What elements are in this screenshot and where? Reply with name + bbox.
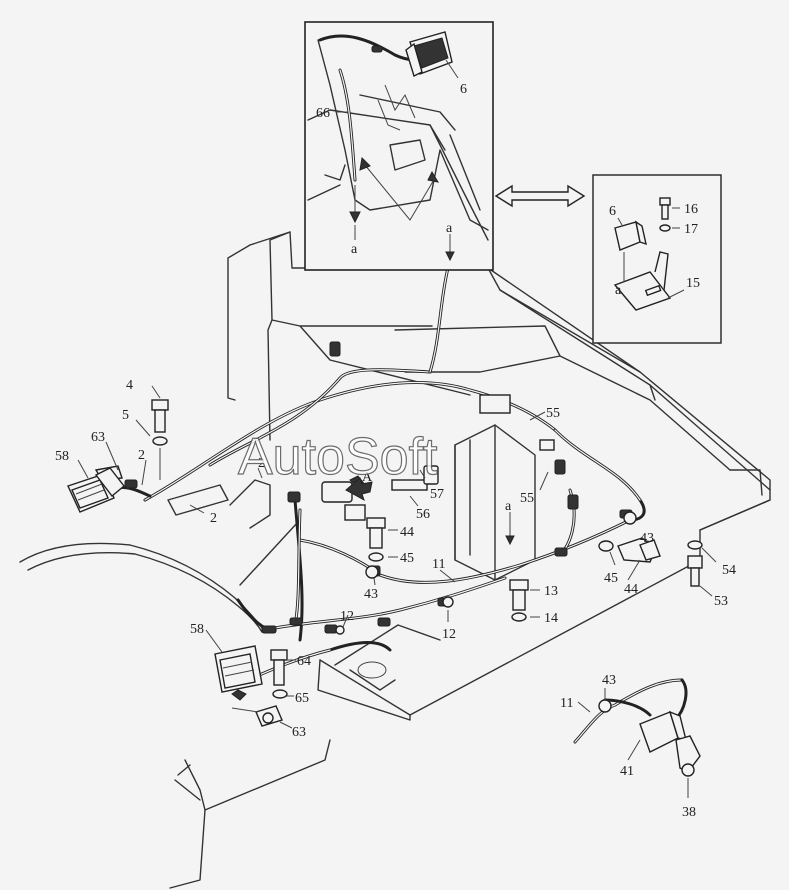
callout-11: 11 (432, 557, 445, 572)
marker-view-a: A (362, 470, 373, 485)
callout-43-detail: 43 (602, 673, 616, 688)
callout-65: 65 (295, 691, 309, 706)
callout-54: 54 (722, 563, 736, 578)
callout-45-right: 45 (604, 571, 618, 586)
callout-16: 16 (684, 202, 698, 217)
machine-body-outline (19, 231, 771, 889)
hardware-parts (67, 399, 703, 727)
callout-41: 41 (620, 764, 634, 779)
callout-63-front: 63 (292, 725, 306, 740)
callout-58-left: 58 (55, 449, 69, 464)
callout-55-upper: 55 (546, 406, 560, 421)
callout-43-center: 43 (364, 587, 378, 602)
callout-44-right: 44 (624, 582, 638, 597)
marker-a-right-box: a (615, 283, 622, 298)
callout-15: 15 (686, 276, 700, 291)
callout-38: 38 (682, 805, 696, 820)
callout-13: 13 (544, 584, 558, 599)
marker-a-center: a (505, 499, 512, 514)
callout-6-inset: 6 (460, 82, 467, 97)
callout-12-right: 12 (442, 627, 456, 642)
detail-inset-right (592, 174, 722, 344)
callout-58-front: 58 (190, 622, 204, 637)
callout-56: 56 (416, 507, 430, 522)
callout-53: 53 (714, 594, 728, 609)
callout-labels: 6 66 6 16 17 15 4 5 63 58 2 2 2 55 55 57… (55, 82, 736, 820)
callout-2-mid: 2 (258, 456, 265, 471)
callout-11-detail: 11 (560, 696, 573, 711)
callout-14: 14 (544, 611, 558, 626)
leader-lines (77, 59, 717, 729)
callout-5: 5 (122, 408, 129, 423)
callout-63-left: 63 (91, 430, 105, 445)
marker-a-inset-right: a (446, 221, 453, 236)
callout-55-lower: 55 (520, 491, 534, 506)
callout-57: 57 (430, 487, 444, 502)
callout-2-left: 2 (138, 448, 145, 463)
callout-12-left: 12 (340, 609, 354, 624)
marker-a-inset-left: a (351, 242, 358, 257)
callout-2-low: 2 (210, 511, 217, 526)
callout-43-right: 43 (640, 531, 654, 546)
view-arrow-a (345, 477, 373, 502)
callout-17: 17 (684, 222, 698, 237)
callout-4: 4 (126, 378, 133, 393)
callout-45-center: 45 (400, 551, 414, 566)
callout-44-center: 44 (400, 525, 414, 540)
detail-inset-top (304, 21, 494, 271)
watermark: AutoSoft (238, 428, 438, 486)
detail-switch (573, 678, 701, 798)
callout-6-right: 6 (609, 204, 616, 219)
callout-64: 64 (297, 654, 311, 669)
view-link-arrow (494, 184, 586, 208)
callout-66: 66 (316, 106, 330, 121)
